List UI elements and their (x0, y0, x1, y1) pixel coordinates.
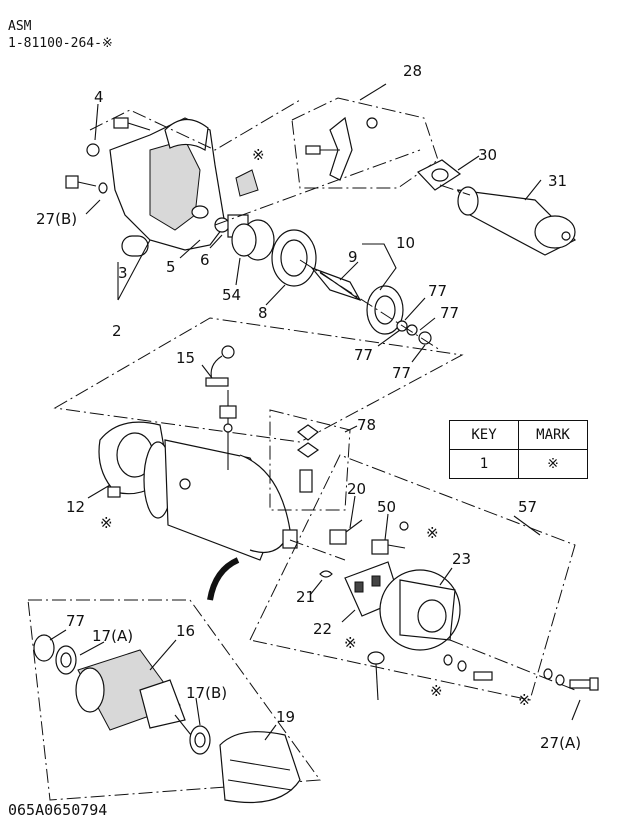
label-star-a: ※ (252, 146, 265, 164)
bolt-4 (86, 117, 151, 157)
washer-77-lower (33, 634, 55, 662)
brush-20 (329, 519, 363, 545)
label-star-b: ※ (100, 514, 113, 532)
yoke-magnet-19 (219, 731, 301, 803)
label-77e: 77 (66, 612, 85, 630)
label-16: 16 (176, 622, 195, 640)
label-78: 78 (357, 416, 376, 434)
label-20: 20 (347, 480, 366, 498)
overrunning-clutch-54 (231, 223, 257, 257)
label-54: 54 (222, 286, 241, 304)
key-header: KEY (449, 420, 519, 450)
bolt-27b (65, 175, 108, 194)
label-77b: 77 (440, 304, 459, 322)
bearing-17b (189, 725, 211, 755)
label-30: 30 (478, 146, 497, 164)
label-19: 19 (276, 708, 295, 726)
terminal-stack-78 (219, 390, 351, 511)
spring-21 (319, 570, 333, 578)
armature-16 (75, 649, 196, 741)
shift-lever-28 (291, 97, 439, 189)
label-23: 23 (452, 550, 471, 568)
label-77c: 77 (354, 346, 373, 364)
mark-header: MARK (518, 420, 588, 450)
label-star-f: ※ (518, 691, 531, 709)
bearing-8 (271, 229, 317, 287)
assembly-label: ASM (8, 19, 32, 34)
label-77a: 77 (428, 282, 447, 300)
bolt-27a (543, 668, 599, 691)
bushing-3 (121, 235, 149, 257)
label-9: 9 (348, 248, 358, 266)
label-17b: 17(B) (186, 684, 227, 702)
key-value: 1 (449, 449, 519, 479)
label-21: 21 (296, 588, 315, 606)
front-housing (109, 117, 226, 251)
label-31: 31 (548, 172, 567, 190)
label-3: 3 (118, 264, 128, 282)
label-28: 28 (403, 62, 422, 80)
brush-50 (371, 521, 409, 555)
label-17a: 17(A) (92, 627, 133, 645)
mark-value: ※ (518, 449, 588, 479)
label-50: 50 (377, 498, 396, 516)
label-6: 6 (200, 251, 210, 269)
label-4: 4 (94, 88, 104, 106)
label-22: 22 (313, 620, 332, 638)
solenoid-31 (456, 186, 577, 256)
gasket-star (235, 169, 259, 197)
bearing-17a (55, 645, 77, 675)
label-5: 5 (166, 258, 176, 276)
lead-wire-15 (205, 345, 235, 387)
gear-10 (366, 285, 404, 335)
label-8: 8 (258, 304, 268, 322)
screw-star (367, 651, 493, 701)
part-labels: 28 4 30 31 ※ 27(B) 3 5 6 54 8 9 10 2 77 … (36, 62, 581, 752)
label-27b: 27(B) (36, 210, 77, 228)
label-star-d: ※ (344, 634, 357, 652)
label-15: 15 (176, 349, 195, 367)
label-2: 2 (112, 322, 122, 340)
label-77d: 77 (392, 364, 411, 382)
label-10: 10 (396, 234, 415, 252)
label-star-e: ※ (430, 682, 443, 700)
shaft-9 (310, 266, 362, 302)
label-57: 57 (518, 498, 537, 516)
label-27a: 27(A) (540, 734, 581, 752)
assembly-part-number: 1-81100-264-※ (8, 36, 113, 51)
yoke-body (143, 439, 298, 561)
gasket-30 (417, 159, 462, 191)
label-12: 12 (66, 498, 85, 516)
key-mark-table: KEY MARK 1 ※ (449, 420, 588, 479)
label-star-c: ※ (426, 524, 439, 542)
drawing-code: 065A0650794 (8, 801, 107, 819)
rear-cover-23 (379, 569, 461, 651)
